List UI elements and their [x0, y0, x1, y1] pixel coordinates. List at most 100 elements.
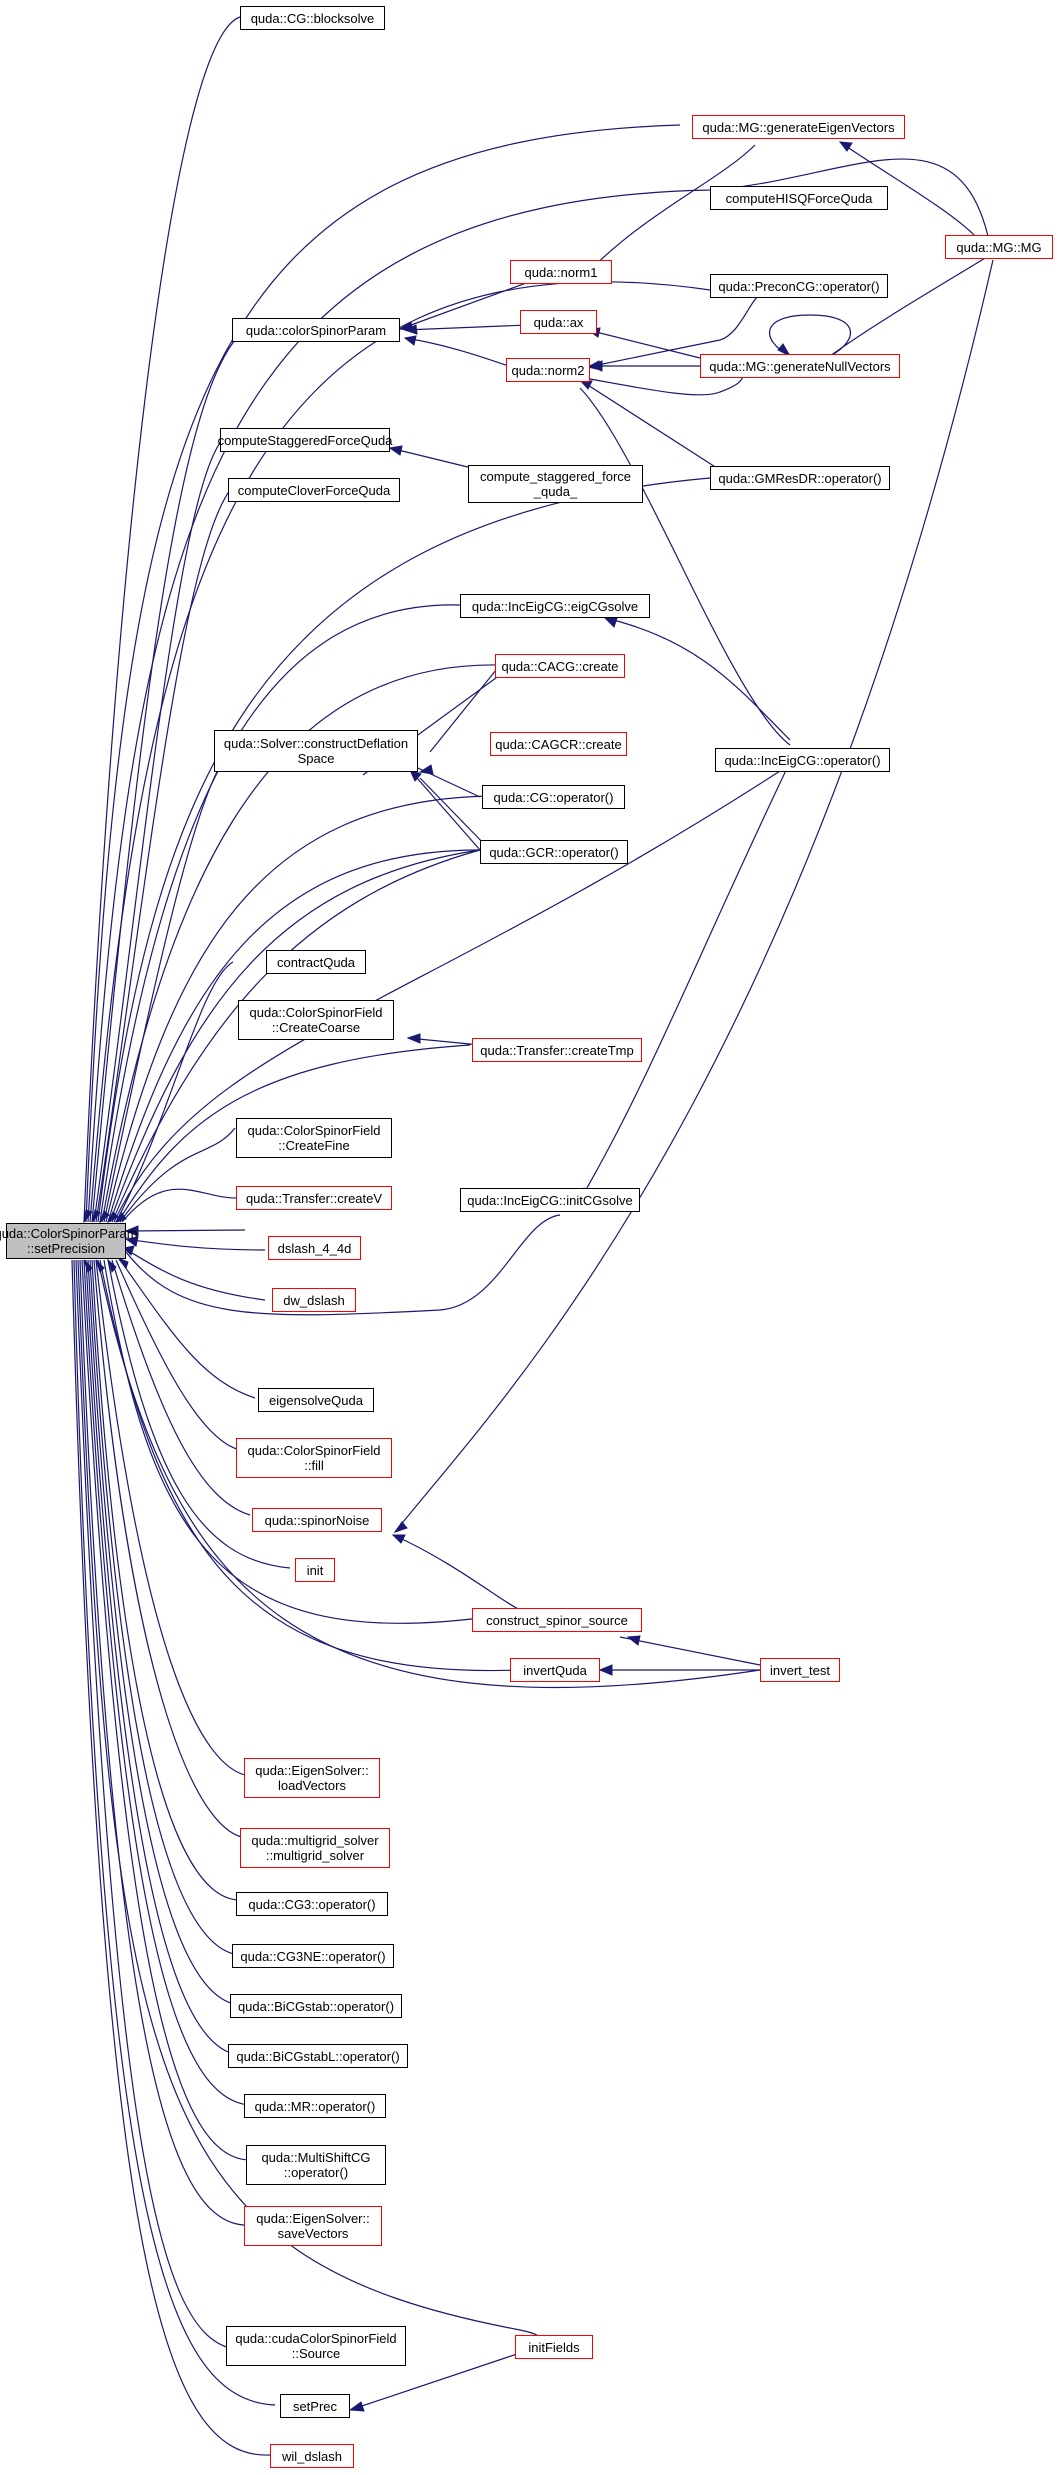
node-label: construct_spinor_source [486, 1612, 628, 1628]
node-quda-norm2[interactable]: quda::norm2 [506, 358, 590, 382]
node-label: computeHISQForceQuda [725, 190, 873, 206]
node-label: quda::ColorSpinorField [249, 1005, 383, 1020]
node-compute-staggered-force-quda[interactable]: computeStaggeredForceQuda [218, 428, 392, 452]
node-csf-fill[interactable]: quda::ColorSpinorField::fill [236, 1438, 392, 1478]
node-cg-operator[interactable]: quda::CG::operator() [482, 785, 625, 809]
node-mg-generate-null-vectors[interactable]: quda::MG::generateNullVectors [700, 354, 900, 378]
node-cuda-csf-source[interactable]: quda::cudaColorSpinorField::Source [226, 2326, 406, 2366]
node-label: eigensolveQuda [269, 1392, 363, 1408]
node-quda-norm1[interactable]: quda::norm1 [510, 260, 612, 284]
node-transfer-create-v[interactable]: quda::Transfer::createV [236, 1186, 392, 1210]
root-node-set-precision: quda::ColorSpinorParam ::setPrecision [0, 1223, 138, 1259]
node-inc-eig-cg-operator[interactable]: quda::IncEigCG::operator() [715, 748, 890, 772]
node-init-fields[interactable]: initFields [515, 2335, 593, 2359]
node-mg-generate-eigenvectors[interactable]: quda::MG::generateEigenVectors [692, 115, 905, 139]
node-label: quda::ax [533, 314, 584, 330]
node-quda-ax[interactable]: quda::ax [520, 310, 597, 334]
node-label: quda::CG::operator() [493, 789, 614, 805]
node-wil-dslash[interactable]: wil_dslash [270, 2444, 354, 2468]
node-label: quda::MG::generateEigenVectors [702, 119, 895, 135]
node-eigensolve-quda[interactable]: eigensolveQuda [258, 1388, 374, 1412]
node-cagcr-create[interactable]: quda::CAGCR::create [490, 732, 627, 756]
node-label: quda::ColorSpinorField [247, 1123, 381, 1138]
node-label: quda::BiCGstab::operator() [237, 1998, 395, 2014]
node-label: quda::IncEigCG::operator() [724, 752, 881, 768]
node-csf-create-coarse[interactable]: quda::ColorSpinorField::CreateCoarse [238, 1000, 394, 1040]
node-bicgstab-operator[interactable]: quda::BiCGstab::operator() [230, 1994, 402, 2018]
node-bicgstabl-operator[interactable]: quda::BiCGstabL::operator() [228, 2044, 408, 2068]
node-label: quda::CG3NE::operator() [240, 1948, 386, 1964]
node-invert-test[interactable]: invert_test [760, 1658, 840, 1682]
node-eigensolver-load-vectors[interactable]: quda::EigenSolver::loadVectors [244, 1758, 380, 1798]
node-contract-quda[interactable]: contractQuda [266, 950, 366, 974]
node-label: quda::EigenSolver:: [255, 1763, 369, 1778]
node-eigensolver-save-vectors[interactable]: quda::EigenSolver::saveVectors [244, 2206, 382, 2246]
node-label: wil_dslash [282, 2448, 342, 2464]
node-label: quda::norm1 [524, 264, 598, 280]
node-label: loadVectors [278, 1778, 346, 1793]
node-label: quda::EigenSolver:: [256, 2211, 370, 2226]
node-label: ::CreateFine [278, 1138, 350, 1153]
node-csf-create-fine[interactable]: quda::ColorSpinorField::CreateFine [236, 1118, 392, 1158]
node-label: init [306, 1562, 324, 1578]
node-label: quda::GCR::operator() [489, 844, 619, 860]
root-arrowheads [83, 1209, 139, 1274]
node-label: quda::GMResDR::operator() [718, 470, 882, 486]
root-edges [71, 16, 991, 2456]
node-label: saveVectors [277, 2226, 349, 2241]
node-label: quda::CG3::operator() [248, 1896, 376, 1912]
node-compute-staggered-force-quda-underscore[interactable]: compute_staggered_force_quda_ [468, 465, 643, 503]
node-label: ::CreateCoarse [271, 1020, 361, 1035]
node-construct-spinor-source[interactable]: construct_spinor_source [472, 1608, 642, 1632]
node-cacg-create[interactable]: quda::CACG::create [495, 654, 625, 678]
node-dw-dslash[interactable]: dw_dslash [272, 1288, 356, 1312]
node-label: ::multigrid_solver [265, 1848, 365, 1863]
node-label: setPrec [292, 2398, 338, 2414]
node-label: quda::MG::generateNullVectors [709, 358, 891, 374]
node-cg-blocksolve[interactable]: quda::CG::blocksolve [240, 6, 385, 30]
node-precon-cg-operator[interactable]: quda::PreconCG::operator() [710, 274, 888, 298]
node-label: quda::PreconCG::operator() [718, 278, 880, 294]
node-invert-quda[interactable]: invertQuda [510, 1658, 600, 1682]
node-label: quda::IncEigCG::eigCGsolve [471, 598, 639, 614]
node-compute-clover-force-quda[interactable]: computeCloverForceQuda [228, 478, 400, 502]
node-label: quda::MG::MG [956, 239, 1042, 255]
node-label: quda::Solver::constructDeflation [223, 736, 409, 751]
node-label: initFields [528, 2339, 580, 2355]
node-mr-operator[interactable]: quda::MR::operator() [244, 2094, 386, 2118]
node-label: ::operator() [283, 2165, 349, 2180]
secondary-edges [348, 141, 994, 2412]
node-gmresdr-operator[interactable]: quda::GMResDR::operator() [710, 466, 890, 490]
node-label: quda::spinorNoise [264, 1512, 370, 1528]
node-label: quda::MultiShiftCG [261, 2150, 371, 2165]
node-label: computeCloverForceQuda [237, 482, 391, 498]
node-label: _quda_ [533, 484, 578, 499]
node-label: ::Source [291, 2346, 341, 2361]
node-gcr-operator[interactable]: quda::GCR::operator() [480, 840, 628, 864]
node-spinor-noise[interactable]: quda::spinorNoise [252, 1508, 382, 1532]
node-cg3-operator[interactable]: quda::CG3::operator() [236, 1892, 388, 1916]
node-multigrid-solver[interactable]: quda::multigrid_solver::multigrid_solver [240, 1828, 390, 1868]
node-label: Space [297, 751, 335, 766]
node-dslash-4-4d[interactable]: dslash_4_4d [268, 1236, 361, 1260]
node-color-spinor-param[interactable]: quda::colorSpinorParam [232, 318, 400, 342]
node-inc-eig-cg-init-cg-solve[interactable]: quda::IncEigCG::initCGsolve [460, 1188, 640, 1212]
node-label: quda::CG::blocksolve [250, 10, 375, 26]
node-transfer-create-tmp[interactable]: quda::Transfer::createTmp [472, 1038, 642, 1062]
node-label: dslash_4_4d [277, 1240, 352, 1256]
node-compute-hisq-force-quda[interactable]: computeHISQForceQuda [710, 186, 888, 210]
node-label: quda::cudaColorSpinorField [235, 2331, 397, 2346]
node-mg-mg[interactable]: quda::MG::MG [945, 235, 1053, 259]
node-label: contractQuda [276, 954, 356, 970]
node-multishift-cg-operator[interactable]: quda::MultiShiftCG::operator() [246, 2145, 386, 2185]
node-label: quda::Transfer::createTmp [480, 1042, 634, 1058]
node-inc-eig-cg-eigcgsolve[interactable]: quda::IncEigCG::eigCGsolve [460, 594, 650, 618]
node-label: quda::norm2 [511, 362, 585, 378]
node-label: quda::BiCGstabL::operator() [236, 2048, 400, 2064]
node-label: quda::MR::operator() [254, 2098, 376, 2114]
node-init[interactable]: init [295, 1558, 335, 1582]
node-set-prec[interactable]: setPrec [280, 2394, 350, 2418]
node-cg3ne-operator[interactable]: quda::CG3NE::operator() [232, 1944, 394, 1968]
node-label: ::fill [304, 1458, 324, 1473]
